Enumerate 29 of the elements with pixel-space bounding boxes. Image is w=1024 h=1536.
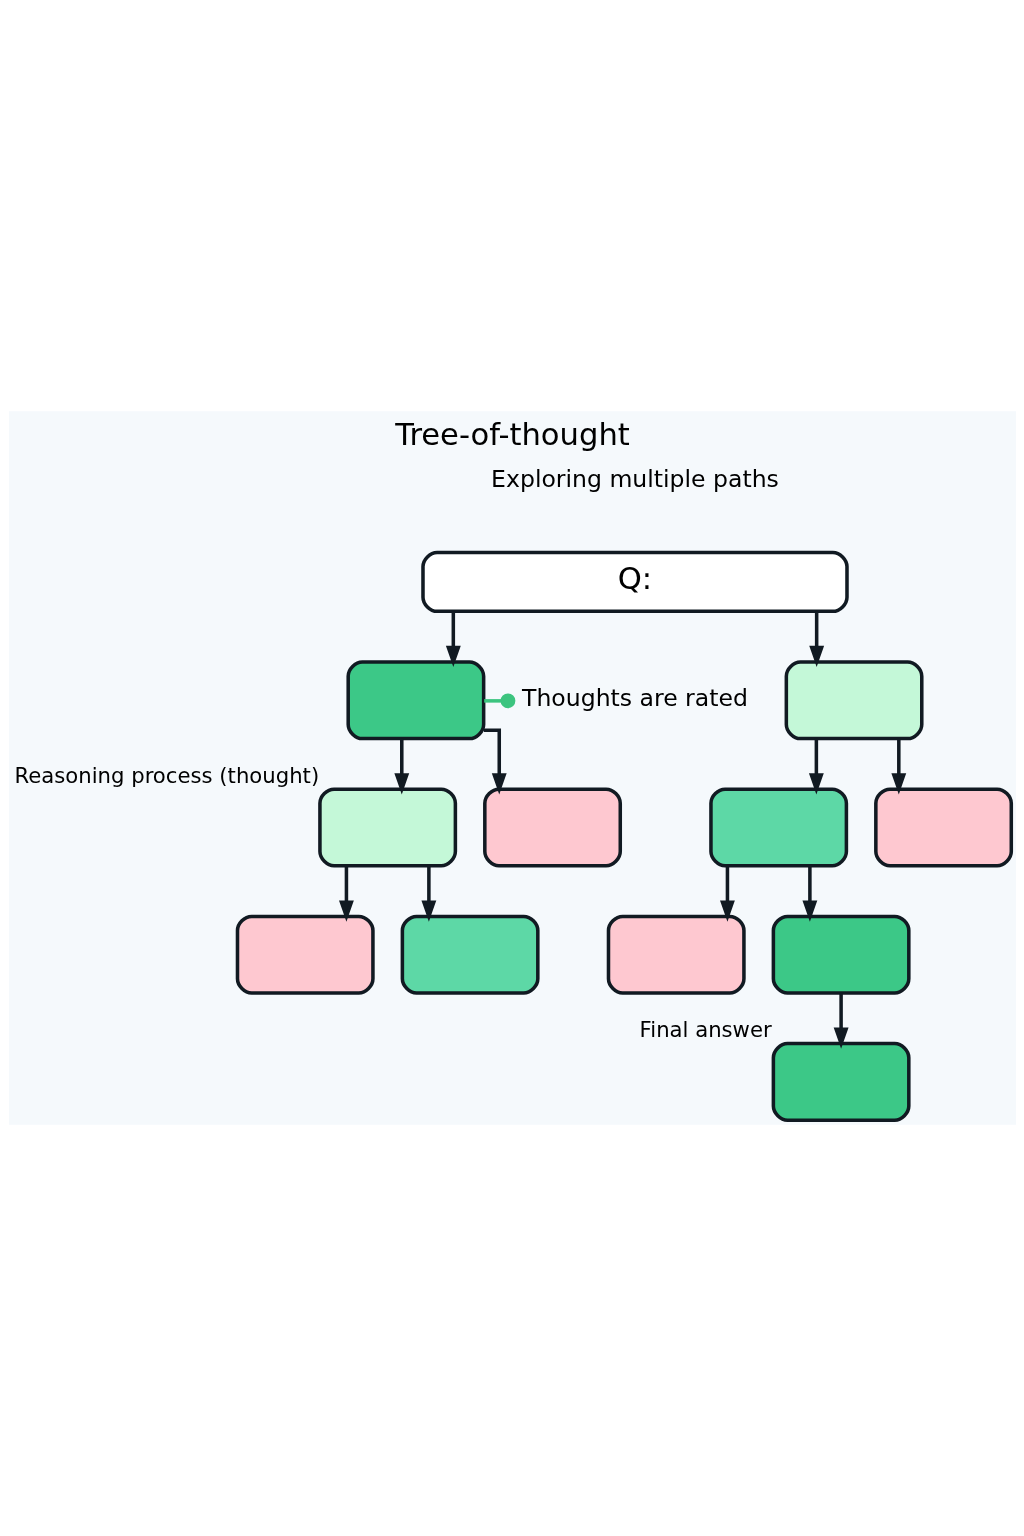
connector <box>483 693 515 709</box>
arrow <box>808 738 824 795</box>
node-text: Thoughts are rated <box>521 684 748 713</box>
arrow <box>808 611 824 668</box>
node-label: Final answer <box>639 1017 772 1042</box>
node-box <box>345 660 485 741</box>
arrow <box>393 738 409 795</box>
node-box <box>235 914 375 995</box>
node-label: Reasoning process (thought) <box>13 762 319 788</box>
node-box <box>317 787 457 868</box>
node-box: Q: <box>420 550 849 614</box>
node-box <box>873 787 1013 868</box>
node-box <box>482 787 622 868</box>
arrow <box>890 738 906 795</box>
diagram-title: Tree-of-thought <box>394 417 630 453</box>
node-box <box>771 1041 911 1122</box>
arrow <box>801 866 817 922</box>
label: Exploring multiple paths <box>490 464 779 493</box>
arrow <box>338 866 354 922</box>
arrow <box>719 866 735 922</box>
arrow <box>420 866 436 922</box>
node-box <box>606 914 746 995</box>
arrow <box>833 993 849 1049</box>
node-box <box>784 660 924 741</box>
node-box <box>708 787 848 868</box>
node-box <box>771 914 911 995</box>
node-box <box>400 914 540 995</box>
arrow <box>483 728 507 795</box>
arrow <box>445 611 461 668</box>
